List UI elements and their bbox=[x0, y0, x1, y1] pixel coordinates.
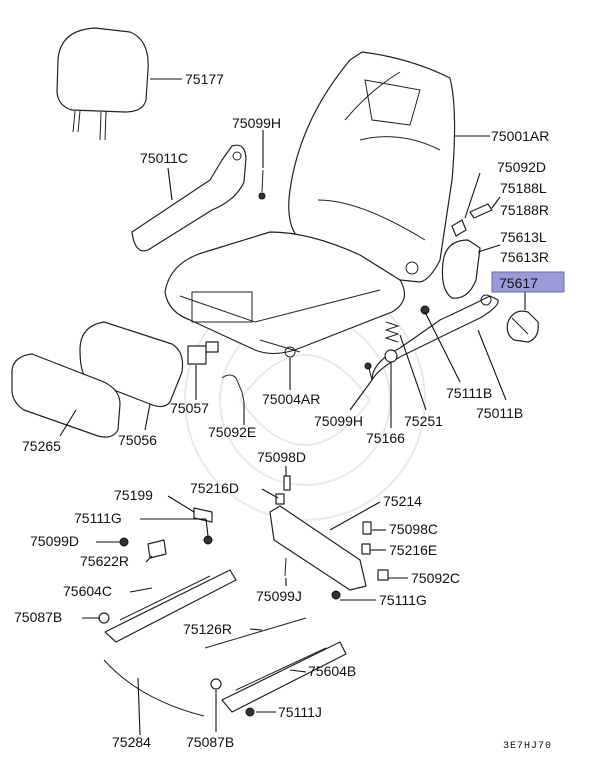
label-75001AR[interactable]: 75001AR bbox=[491, 128, 549, 144]
label-75099J[interactable]: 75099J bbox=[256, 588, 302, 604]
lever-75188[interactable] bbox=[469, 203, 493, 219]
leader-lines bbox=[59, 78, 526, 736]
label-75092C[interactable]: 75092C bbox=[411, 570, 460, 586]
label-75216D[interactable]: 75216D bbox=[190, 480, 239, 496]
label-75177[interactable]: 75177 bbox=[185, 71, 224, 87]
clip-75216D[interactable] bbox=[275, 493, 285, 505]
label-75265[interactable]: 75265 bbox=[22, 438, 61, 454]
label-75056[interactable]: 75056 bbox=[118, 432, 157, 448]
label-75111G-b[interactable]: 75111G bbox=[379, 592, 427, 608]
rail-75604C[interactable] bbox=[104, 569, 237, 643]
label-75604C[interactable]: 75604C bbox=[63, 583, 112, 599]
diagram-code: 3E7HJ70 bbox=[503, 741, 552, 752]
label-75188L[interactable]: 75188L bbox=[500, 180, 547, 196]
bracket-75199[interactable] bbox=[193, 507, 213, 523]
label-75099D[interactable]: 75099D bbox=[30, 533, 79, 549]
label-75111B[interactable]: 75111B bbox=[446, 385, 492, 401]
label-75011C[interactable]: 75011C bbox=[140, 150, 188, 166]
label-75188R[interactable]: 75188R bbox=[500, 202, 549, 218]
bolt-75111G-a[interactable] bbox=[203, 535, 213, 545]
headrest[interactable] bbox=[56, 27, 149, 141]
seat-cushion[interactable] bbox=[164, 231, 406, 358]
label-75613R[interactable]: 75613R bbox=[500, 249, 549, 265]
label-75166[interactable]: 75166 bbox=[366, 430, 405, 446]
label-75087B-a[interactable]: 75087B bbox=[14, 609, 62, 625]
frame-75214[interactable] bbox=[269, 505, 367, 591]
label-75098C[interactable]: 75098C bbox=[389, 521, 438, 537]
label-75216E[interactable]: 75216E bbox=[389, 542, 437, 558]
label-75617[interactable]: 75617 bbox=[499, 275, 538, 291]
clip-75216E[interactable] bbox=[361, 543, 371, 555]
cable-75284[interactable] bbox=[103, 659, 205, 717]
clip-75092C[interactable] bbox=[377, 569, 389, 581]
label-75199[interactable]: 75199 bbox=[114, 487, 153, 503]
bolt-75111J[interactable] bbox=[245, 707, 255, 717]
label-75251[interactable]: 75251 bbox=[404, 413, 443, 429]
label-75099H-lower[interactable]: 75099H bbox=[314, 413, 363, 429]
clip-75098D[interactable] bbox=[283, 475, 291, 491]
rod-75126R[interactable] bbox=[204, 617, 307, 649]
nut-75087B-b[interactable] bbox=[210, 678, 222, 690]
switch-75057[interactable] bbox=[187, 341, 219, 365]
label-75604B[interactable]: 75604B bbox=[308, 663, 356, 679]
screw-75099J[interactable] bbox=[284, 557, 287, 577]
bolt-75111B[interactable] bbox=[420, 305, 430, 315]
label-75099H-top[interactable]: 75099H bbox=[232, 115, 281, 131]
label-75111J[interactable]: 75111J bbox=[278, 704, 322, 720]
knob-75617[interactable] bbox=[506, 310, 539, 343]
label-75098D[interactable]: 75098D bbox=[257, 449, 306, 465]
bolt-75166[interactable] bbox=[384, 349, 398, 363]
label-75092D[interactable]: 75092D bbox=[497, 159, 546, 175]
label-75284[interactable]: 75284 bbox=[112, 734, 151, 750]
rail-75604B[interactable] bbox=[221, 641, 347, 713]
clip-75092D[interactable] bbox=[451, 219, 467, 237]
highlight-box-75617 bbox=[491, 271, 565, 293]
bracket-75622R[interactable] bbox=[147, 539, 167, 559]
label-75057[interactable]: 75057 bbox=[170, 400, 209, 416]
label-75622R[interactable]: 75622R bbox=[80, 553, 129, 569]
screw-75099H-top[interactable] bbox=[258, 169, 266, 200]
screw-75099H-lower[interactable] bbox=[364, 362, 373, 381]
bolt-75111G-b[interactable] bbox=[331, 590, 341, 600]
label-75004AR[interactable]: 75004AR bbox=[262, 391, 320, 407]
label-75111G-a[interactable]: 75111G bbox=[74, 510, 122, 526]
side-cover-75011C[interactable] bbox=[131, 144, 247, 252]
label-75011B[interactable]: 75011B bbox=[476, 405, 523, 421]
label-75126R[interactable]: 75126R bbox=[183, 621, 232, 637]
screw-75099D[interactable] bbox=[119, 537, 129, 547]
clip-75098C[interactable] bbox=[362, 521, 372, 535]
label-75214[interactable]: 75214 bbox=[383, 493, 422, 509]
recliner-cover-75613[interactable] bbox=[441, 239, 481, 299]
pad-75265[interactable] bbox=[11, 353, 121, 438]
label-75092E[interactable]: 75092E bbox=[208, 424, 256, 440]
label-75613L[interactable]: 75613L bbox=[500, 229, 547, 245]
nut-75087B-a[interactable] bbox=[98, 612, 110, 624]
label-75087B-b[interactable]: 75087B bbox=[186, 734, 234, 750]
wire-75092E[interactable] bbox=[221, 374, 245, 403]
spring-75251[interactable] bbox=[384, 321, 400, 343]
